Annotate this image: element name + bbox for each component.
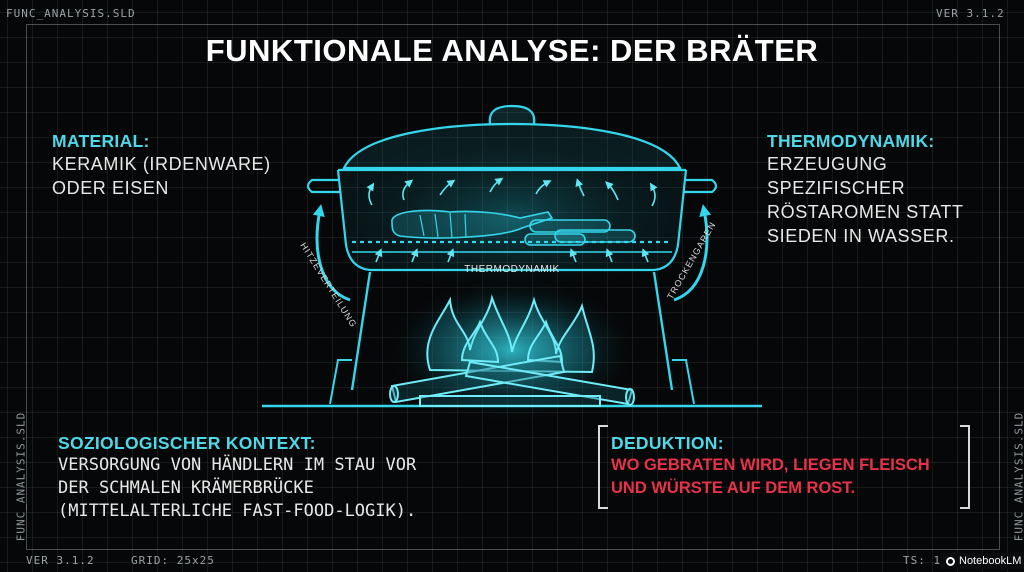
thermodynamik-block: THERMODYNAMIK: ERZEUGUNG SPEZIFISCHER RÖ… — [767, 131, 964, 248]
deduktion-bracket-left — [598, 425, 608, 509]
version-label-bottom: VER 3.1.2 — [26, 554, 95, 567]
thermodynamik-line: SIEDEN IN WASSER. — [767, 226, 955, 246]
material-block: MATERIAL: KERAMIK (IRDENWARE) ODER EISEN — [52, 131, 271, 200]
left-handle-icon — [306, 178, 340, 194]
stand-feet — [329, 359, 695, 405]
bone-ribs-icon — [419, 212, 467, 239]
meat-icon — [391, 209, 554, 239]
thermodynamik-line: RÖSTAROMEN STATT — [767, 202, 964, 222]
slide-frame — [26, 24, 1000, 550]
right-handle-icon — [684, 178, 718, 194]
notebooklm-logo-icon — [946, 556, 955, 566]
fire-icon — [426, 294, 595, 374]
convection-arrows — [366, 177, 658, 263]
kontext-line: DER SCHMALEN KRÄMERBRÜCKE — [58, 478, 314, 498]
lid — [342, 122, 682, 170]
grid-label: GRID: 25x25 — [131, 554, 215, 567]
file-label: FUNC_ANALYSIS.SLD — [6, 7, 136, 20]
notebooklm-badge: NotebookLM — [940, 553, 1024, 569]
left-heat-arc — [312, 204, 351, 302]
deduktion-line: UND WÜRSTE AUF DEM ROST. — [611, 479, 856, 497]
material-line: KERAMIK (IRDENWARE) — [52, 154, 271, 174]
lid-knob — [488, 104, 536, 125]
thermodynamik-line: SPEZIFISCHER — [767, 178, 906, 198]
sausage-icon — [524, 233, 586, 246]
right-heat-arc — [673, 204, 712, 302]
kontext-block: SOZIOLOGISCHER KONTEXT: VERSORGUNG VON H… — [58, 433, 416, 523]
deduktion-heading: DEDUKTION: — [611, 433, 724, 453]
notebooklm-brand: NotebookLM — [959, 555, 1022, 567]
deduktion-block: DEDUKTION: WO GEBRATEN WIRD, LIEGEN FLEI… — [611, 433, 930, 500]
deduktion-line: WO GEBRATEN WIRD, LIEGEN FLEISCH — [611, 456, 930, 474]
version-label-top: VER 3.1.2 — [936, 7, 1005, 20]
stand-legs — [350, 271, 674, 391]
deduktion-bracket-right — [960, 425, 970, 509]
sausage-icon — [529, 219, 611, 233]
kontext-line: (MITTELALTERLICHE FAST-FOOD-LOGIK). — [58, 501, 417, 521]
thermodynamik-heading: THERMODYNAMIK: — [767, 131, 935, 151]
timestamp-label: TS: 1 — [903, 554, 942, 567]
logs-icon — [389, 354, 635, 407]
material-heading: MATERIAL: — [52, 131, 150, 151]
kontext-heading: SOZIOLOGISCHER KONTEXT: — [58, 433, 316, 453]
diagram-center-label: THERMODYNAMIK — [464, 264, 559, 275]
material-line: ODER EISEN — [52, 178, 170, 198]
sausage-icon — [554, 229, 636, 243]
pot-body — [336, 169, 688, 272]
kontext-line: VERSORGUNG VON HÄNDLERN IM STAU VOR — [58, 455, 417, 475]
page-title: FUNKTIONALE ANALYSE: DER BRÄTER — [205, 33, 819, 68]
thermodynamik-line: ERZEUGUNG — [767, 154, 888, 174]
